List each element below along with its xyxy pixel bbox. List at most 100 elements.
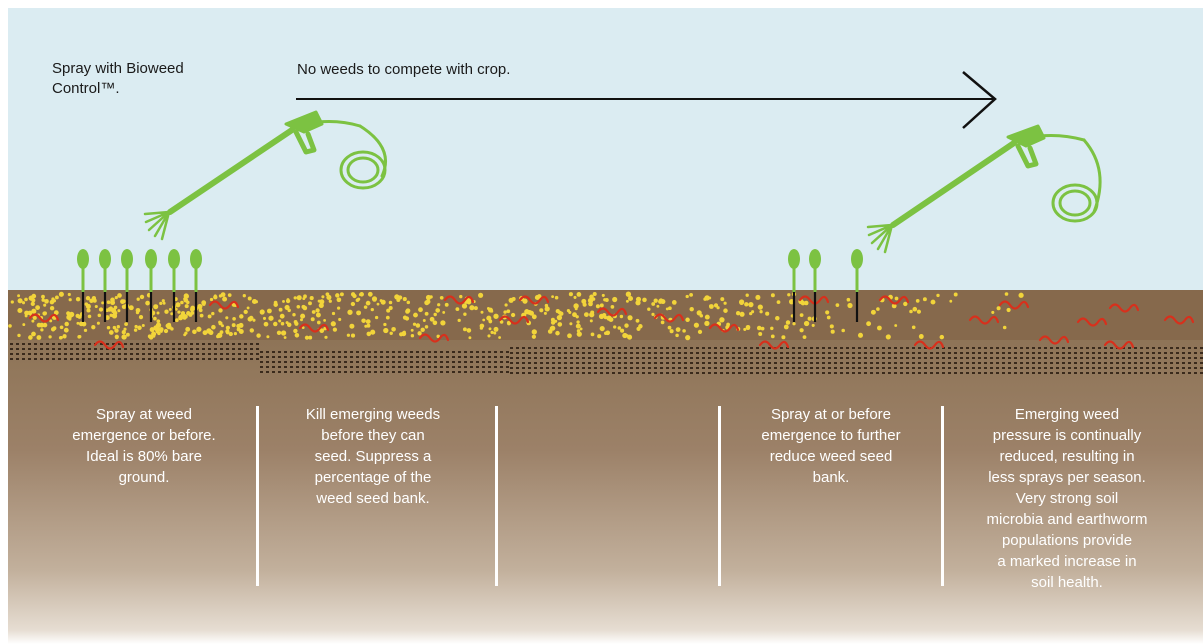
seed-hatch-mark — [410, 366, 413, 368]
seed-dot-icon — [894, 324, 898, 327]
seed-hatch-mark — [744, 372, 747, 374]
seed-hatch-mark — [1050, 352, 1053, 354]
seed-hatch-mark — [516, 357, 519, 359]
seed-hatch-mark — [1110, 367, 1113, 369]
seed-dot-icon — [689, 292, 694, 297]
seed-hatch-mark — [1002, 357, 1005, 359]
seed-hatch-mark — [612, 372, 615, 374]
seed-dot-icon — [68, 317, 72, 321]
seed-hatch-mark — [112, 353, 115, 355]
column-divider — [941, 406, 944, 586]
seed-hatch-mark — [94, 353, 97, 355]
seed-hatch-mark — [1194, 372, 1197, 374]
seed-dot-icon — [689, 306, 694, 312]
seed-hatch-mark — [522, 362, 525, 364]
seed-hatch-mark — [308, 366, 311, 368]
seed-hatch-mark — [942, 357, 945, 359]
seed-hatch-mark — [714, 362, 717, 364]
seed-hatch-mark — [464, 366, 467, 368]
seed-dot-icon — [953, 292, 958, 297]
seed-dot-icon — [704, 320, 710, 327]
seed-hatch-mark — [488, 366, 491, 368]
seed-hatch-mark — [750, 357, 753, 359]
seed-hatch-mark — [708, 352, 711, 354]
seed-dot-icon — [894, 296, 899, 301]
seed-hatch-mark — [978, 362, 981, 364]
seed-dot-icon — [184, 304, 189, 309]
seed-hatch-mark — [458, 371, 461, 373]
seed-hatch-mark — [46, 348, 49, 350]
seed-hatch-mark — [106, 353, 109, 355]
seed-hatch-mark — [482, 366, 485, 368]
seed-hatch-mark — [1152, 372, 1155, 374]
seed-dot-icon — [775, 315, 780, 321]
seed-hatch-mark — [708, 347, 711, 349]
seed-hatch-mark — [1164, 367, 1167, 369]
seed-hatch-mark — [238, 348, 241, 350]
seed-hatch-mark — [702, 362, 705, 364]
seed-hatch-mark — [804, 362, 807, 364]
seed-hatch-mark — [386, 371, 389, 373]
seed-dot-icon — [599, 326, 605, 332]
seed-hatch-mark — [238, 343, 241, 345]
seed-hatch-mark — [142, 348, 145, 350]
seed-hatch-mark — [1146, 372, 1149, 374]
seed-hatch-mark — [954, 347, 957, 349]
seed-hatch-mark — [70, 358, 73, 360]
seed-hatch-mark — [1140, 357, 1143, 359]
seed-dot-icon — [31, 331, 36, 337]
seed-hatch-mark — [870, 357, 873, 359]
seed-hatch-mark — [1122, 367, 1125, 369]
seed-hatch-mark — [344, 361, 347, 363]
seed-hatch-mark — [858, 362, 861, 364]
seed-dot-icon — [911, 325, 916, 330]
seed-hatch-mark — [1014, 372, 1017, 374]
seed-hatch-mark — [368, 371, 371, 373]
seed-dot-icon — [480, 310, 484, 314]
seed-hatch-mark — [10, 343, 13, 345]
seed-dot-icon — [113, 305, 118, 310]
seed-hatch-mark — [272, 371, 275, 373]
seed-dot-icon — [601, 293, 605, 297]
seed-dot-icon — [463, 312, 467, 316]
seed-dot-icon — [557, 322, 563, 327]
seed-hatch-mark — [888, 347, 891, 349]
seed-hatch-mark — [506, 361, 509, 363]
seed-hatch-mark — [296, 366, 299, 368]
description-line: emergence or before. — [72, 427, 216, 444]
seed-dot-icon — [704, 314, 710, 320]
seed-dot-icon — [583, 312, 589, 318]
seed-hatch-mark — [1176, 352, 1179, 354]
seed-hatch-mark — [1116, 352, 1119, 354]
seed-dot-icon — [31, 308, 37, 314]
seed-dot-icon — [43, 303, 47, 307]
seed-hatch-band — [10, 343, 1203, 374]
seed-dot-icon — [121, 304, 127, 310]
seed-hatch-mark — [936, 362, 939, 364]
seed-hatch-mark — [624, 362, 627, 364]
seed-hatch-mark — [368, 351, 371, 353]
seed-hatch-mark — [398, 366, 401, 368]
seed-hatch-mark — [226, 343, 229, 345]
seed-hatch-mark — [428, 361, 431, 363]
seed-hatch-mark — [1080, 367, 1083, 369]
seed-hatch-mark — [1098, 367, 1101, 369]
seed-dot-icon — [755, 294, 761, 300]
seed-hatch-mark — [1086, 367, 1089, 369]
seed-hatch-mark — [516, 352, 519, 354]
seed-hatch-mark — [756, 362, 759, 364]
seed-hatch-mark — [696, 372, 699, 374]
seed-hatch-mark — [882, 352, 885, 354]
seed-hatch-mark — [434, 366, 437, 368]
seed-hatch-mark — [1026, 352, 1029, 354]
earthworm-icon — [298, 323, 330, 333]
seed-hatch-mark — [696, 362, 699, 364]
seed-hatch-mark — [172, 343, 175, 345]
seed-dot-icon — [296, 305, 301, 309]
seed-dot-icon — [651, 312, 655, 316]
seed-hatch-mark — [106, 343, 109, 345]
seed-hatch-mark — [612, 347, 615, 349]
seed-hatch-mark — [588, 367, 591, 369]
seed-hatch-mark — [428, 366, 431, 368]
seed-dot-icon — [81, 321, 87, 327]
